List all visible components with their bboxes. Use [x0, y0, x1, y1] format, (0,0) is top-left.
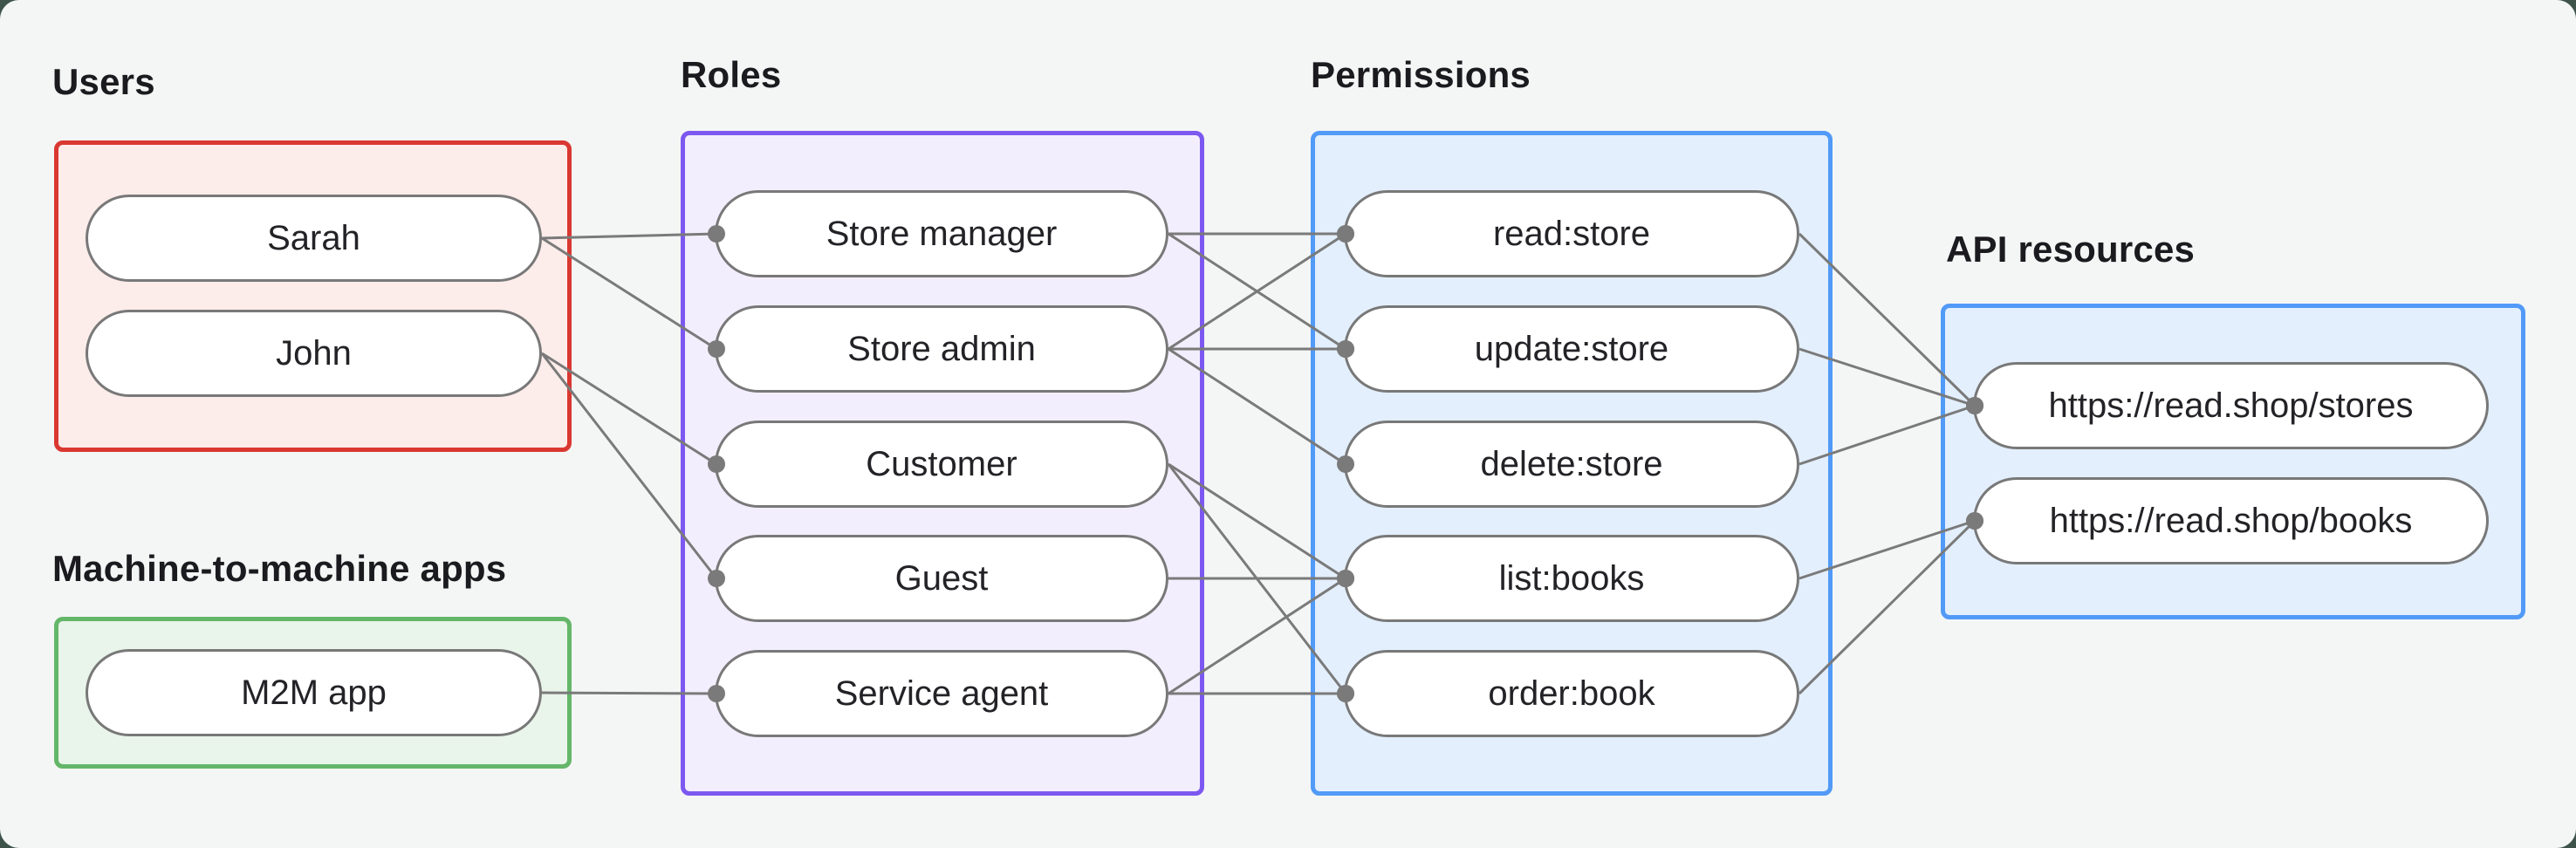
edge-m2m-app-to-service-agent	[541, 691, 717, 695]
node-sarah: Sarah	[86, 195, 542, 282]
edge-endpoint-dot-books-api	[1966, 512, 1983, 530]
edge-customer-to-list-books	[1168, 462, 1346, 580]
node-service-agent: Service agent	[715, 650, 1168, 737]
node-store-manager: Store manager	[715, 190, 1168, 277]
edge-endpoint-dot-read-store	[1337, 225, 1354, 243]
edge-endpoint-dot-service-agent	[708, 685, 725, 702]
node-read-store: read:store	[1344, 190, 1799, 277]
edge-list-books-to-books-api	[1798, 519, 1976, 580]
edge-store-admin-to-read-store	[1168, 232, 1346, 351]
edge-delete-store-to-stores-api	[1798, 404, 1976, 466]
group-heading-api-resources: API resources	[1946, 229, 2196, 270]
group-heading-roles: Roles	[681, 54, 782, 95]
edge-endpoint-dot-delete-store	[1337, 455, 1354, 473]
node-john: John	[86, 310, 542, 397]
node-delete-store: delete:store	[1344, 421, 1799, 508]
group-heading-permissions: Permissions	[1311, 54, 1531, 95]
node-customer: Customer	[715, 421, 1168, 508]
edge-order-book-to-books-api	[1798, 519, 1977, 695]
node-m2m-app: M2M app	[86, 649, 542, 736]
edge-endpoint-dot-store-admin	[708, 340, 725, 358]
node-guest: Guest	[715, 535, 1168, 622]
edge-sarah-to-store-manager	[541, 232, 717, 240]
edge-endpoint-dot-customer	[708, 455, 725, 473]
edge-sarah-to-store-admin	[541, 236, 717, 351]
node-stores-api: https://read.shop/stores	[1973, 362, 2489, 449]
node-list-books: list:books	[1344, 535, 1799, 622]
edge-endpoint-dot-list-books	[1337, 570, 1354, 587]
edge-endpoint-dot-update-store	[1337, 340, 1354, 358]
edge-john-to-guest	[540, 352, 718, 579]
group-heading-m2m-apps: Machine-to-machine apps	[52, 548, 507, 589]
edge-endpoint-dot-stores-api	[1966, 397, 1983, 414]
group-box-api-resources	[1941, 304, 2525, 619]
node-update-store: update:store	[1344, 305, 1799, 393]
edge-endpoint-dot-guest	[708, 570, 725, 587]
edge-store-admin-to-delete-store	[1168, 347, 1346, 466]
edge-service-agent-to-list-books	[1168, 577, 1346, 695]
edge-endpoint-dot-order-book	[1337, 685, 1354, 702]
edge-john-to-customer	[541, 352, 717, 466]
node-order-book: order:book	[1344, 650, 1799, 737]
edge-update-store-to-stores-api	[1798, 347, 1976, 407]
edge-read-store-to-stores-api	[1798, 232, 1977, 407]
edge-endpoint-dot-store-manager	[708, 225, 725, 243]
group-box-users	[54, 140, 572, 452]
group-heading-users: Users	[52, 61, 155, 102]
